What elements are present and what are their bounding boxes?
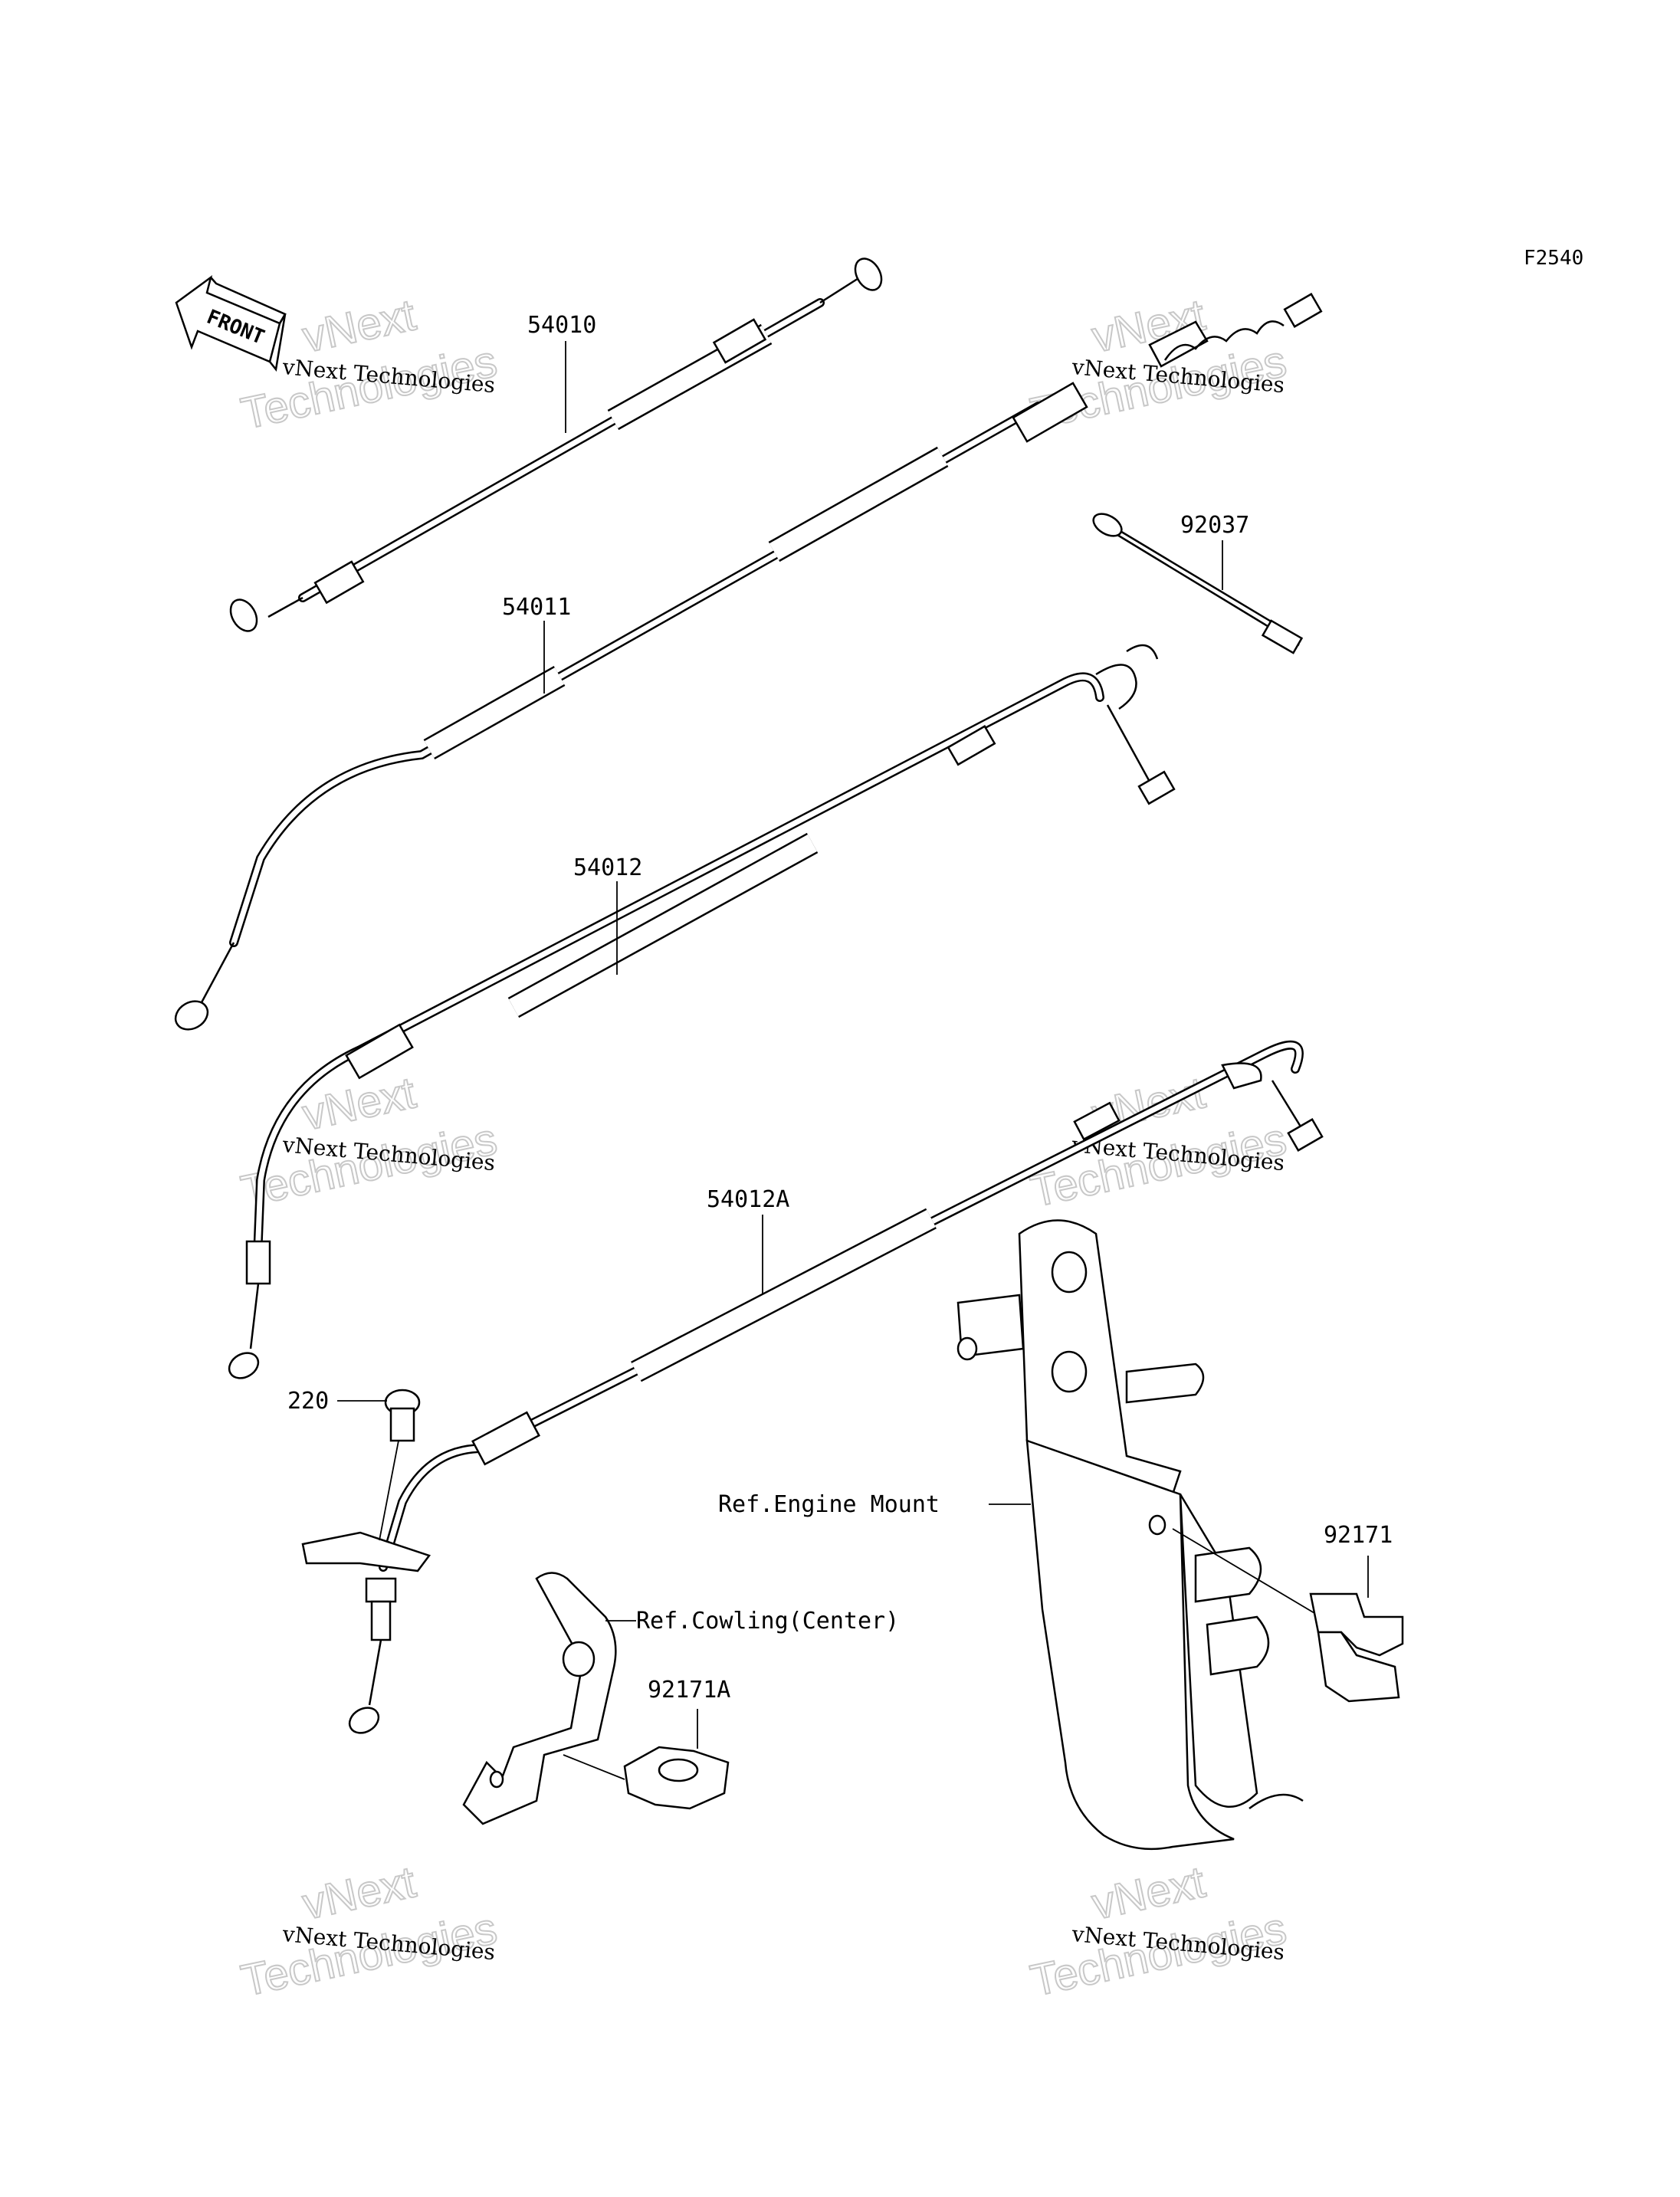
- clip-92171: [1172, 1528, 1404, 1703]
- cable-54011: [174, 293, 1323, 1031]
- engine-mount: [956, 1219, 1304, 1851]
- watermark-bottom-right: vNext Technologies vNext Technologies: [1025, 1856, 1291, 2006]
- cowling-bracket: [462, 1572, 636, 1825]
- label-92171A: 92171A: [648, 1677, 730, 1703]
- cable-54010: [229, 257, 883, 632]
- bolt-220: [379, 1389, 421, 1541]
- label-54011: 54011: [502, 594, 571, 621]
- part-92037: [1092, 513, 1304, 654]
- watermark-big-line1: vNext: [298, 1857, 420, 1929]
- label-92171: 92171: [1324, 1522, 1393, 1549]
- label-92037: 92037: [1180, 512, 1249, 539]
- watermark-bottom-left: vNext Technologies vNext Technologies: [236, 1856, 502, 2006]
- ref-cowling-center-label: Ref.Cowling(Center): [636, 1608, 899, 1635]
- ref-engine-mount-label: Ref.Engine Mount: [718, 1491, 940, 1518]
- label-54012A: 54012A: [707, 1186, 789, 1213]
- watermark-mid-left: vNext Technologies vNext Technologies: [236, 1067, 502, 1217]
- label-54010: 54010: [527, 312, 596, 339]
- watermark-big-line1: vNext: [1088, 1857, 1209, 1929]
- cable-54012: [228, 644, 1176, 1379]
- front-arrow-icon: FRONT: [175, 274, 287, 372]
- label-220: 220: [287, 1388, 329, 1415]
- watermark-big-line1: vNext: [298, 290, 420, 362]
- watermark-mid-right: vNext Technologies vNext Technologies: [1025, 1067, 1291, 1217]
- label-54012: 54012: [573, 854, 642, 881]
- diagram-code: F2540: [1524, 247, 1583, 270]
- clip-92171A: [563, 1709, 730, 1810]
- cable-54012A: [301, 1040, 1324, 1734]
